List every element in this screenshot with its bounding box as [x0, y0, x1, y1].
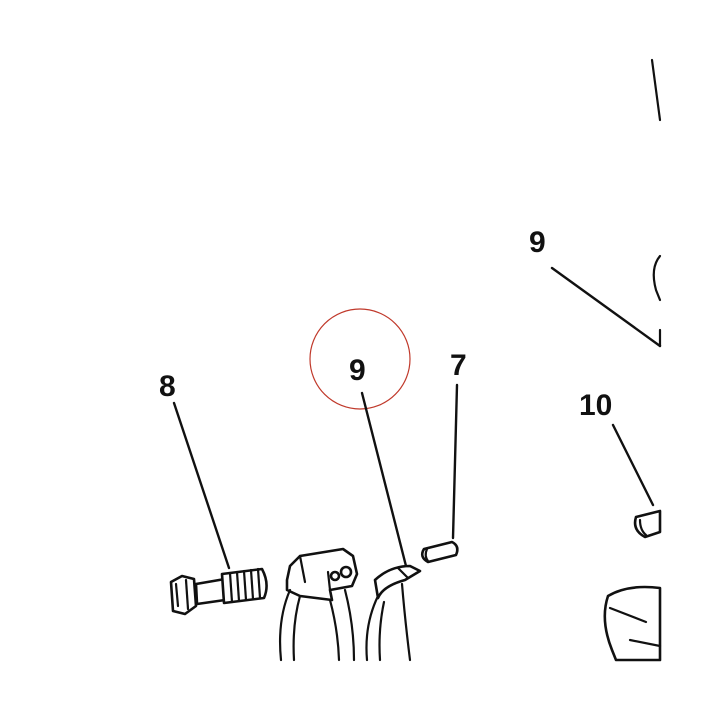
callout-9-center: 9	[349, 354, 366, 387]
callout-9-right: 9	[529, 226, 546, 259]
bearing-cap-part	[278, 547, 359, 662]
highlight-circle	[309, 308, 411, 410]
block-part	[603, 585, 662, 662]
leader-line-10	[611, 423, 655, 507]
callout-10: 10	[579, 389, 612, 422]
dowel-pin-part	[420, 540, 459, 564]
callout-8: 8	[159, 370, 176, 403]
assembly-edge-line	[650, 58, 662, 122]
leader-line-7	[451, 383, 459, 540]
leader-line-9-right	[550, 266, 662, 348]
bearing-shell-right-part	[652, 254, 662, 348]
bearing-shell-part	[365, 564, 422, 662]
leader-line-8	[172, 401, 231, 570]
bolt-part	[169, 567, 268, 616]
small-pin-part	[633, 509, 662, 539]
leader-line-9-center	[360, 391, 408, 568]
callout-7: 7	[450, 349, 467, 382]
